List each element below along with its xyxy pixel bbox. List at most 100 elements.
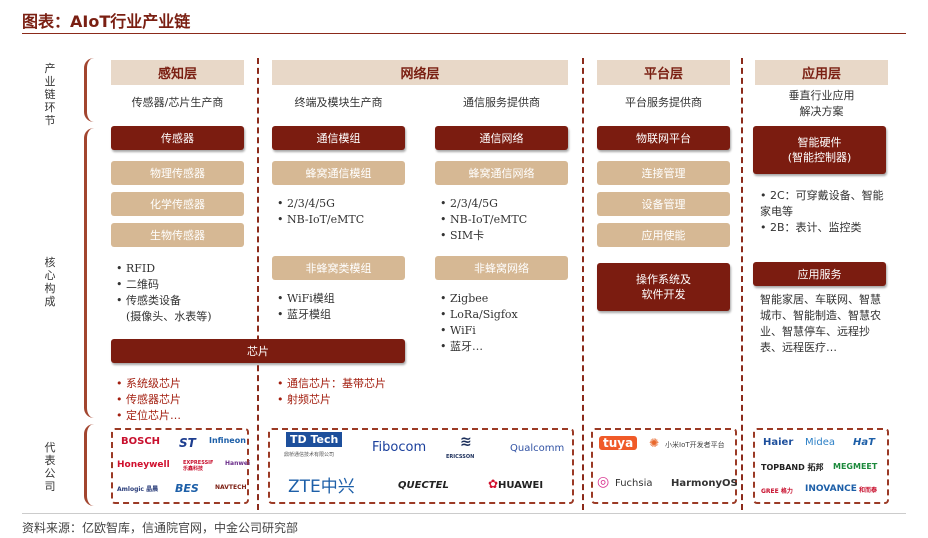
list-item: 系统级芯片 [116, 376, 181, 392]
logo-tdtech: TD Tech [286, 432, 343, 447]
box-app-enable: 应用使能 [597, 223, 730, 247]
logo-quectel: QUECTEL [398, 480, 449, 491]
logo-mi-iot: 小米IoT开发者平台 [665, 441, 725, 449]
logo-haier: Haier [763, 437, 794, 448]
separator-3 [741, 58, 743, 510]
header-platform: 平台层 [597, 60, 730, 85]
ericsson-icon: ≋ [460, 434, 472, 450]
box-app-service: 应用服务 [753, 262, 886, 286]
list-network-chip: 通信芯片：基带芯片 射频芯片 [277, 376, 386, 408]
sub-platform: 平台服务提供商 [625, 96, 702, 109]
logo-het: 和而泰 [859, 487, 878, 494]
logos-perception: BOSCH ST Infineon Honeywell EXPRESSIF 乐鑫… [111, 428, 251, 504]
header-network: 网络层 [272, 60, 568, 85]
header-application: 应用层 [755, 60, 888, 85]
title-rule [22, 33, 906, 34]
logo-gree: GREE 格力 [761, 488, 793, 495]
logo-fuchsia: Fuchsia [615, 478, 653, 489]
list-item: 通信芯片：基带芯片 [277, 376, 386, 392]
app-service-text: 智能家居、车联网、智慧城市、智能制造、智慧农业、智慧停车、远程抄表、远程医疗… [760, 293, 881, 354]
list-cell-module: 2/3/4/5G NB-IoT/eMTC [277, 196, 364, 228]
box-comm-network: 通信网络 [435, 126, 568, 150]
list-item: 传感器芯片 [116, 392, 181, 408]
side-label-core: 核心构成 [44, 256, 56, 308]
side-label-chain: 产业链环节 [44, 62, 56, 127]
brace-rep [84, 424, 94, 506]
box-smart-hardware: 智能硬件 (智能控制器) [753, 126, 886, 174]
list-noncell-module: WiFi模组 蓝牙模组 [277, 291, 335, 323]
logo-fibocom: Fibocom [372, 440, 427, 455]
box-os-dev: 操作系统及 软件开发 [597, 263, 730, 311]
box-cell-network: 蜂窝通信网络 [435, 161, 568, 185]
sub-network-1: 终端及模块生产商 [294, 96, 383, 109]
box-device-mgmt: 设备管理 [597, 192, 730, 216]
list-item: SIM卡 [440, 228, 527, 244]
header-perception: 感知层 [111, 60, 244, 85]
logos-platform: tuya ✺ 小米IoT开发者平台 ◎ Fuchsia HarmonyOS [591, 428, 738, 504]
list-item: Zigbee [440, 291, 518, 307]
separator-2 [582, 58, 584, 510]
list-item: 蓝牙模组 [277, 307, 335, 323]
list-item: 2B：表计、监控类 [760, 220, 886, 236]
logo-infineon: Infineon [209, 436, 246, 445]
logo-hanwei: Hanwei [225, 460, 251, 467]
box-chemical-sensor: 化学传感器 [111, 192, 244, 216]
logo-megmeet: MEGMEET [833, 462, 878, 471]
logo-amlogic: Amlogic 晶晨 [117, 486, 159, 493]
list-item: NB-IoT/eMTC [440, 212, 527, 228]
list-item: (摄像头、水表等) [126, 310, 212, 323]
logo-tuya: tuya [599, 436, 638, 450]
box-connection-mgmt: 连接管理 [597, 161, 730, 185]
box-sensor: 传感器 [111, 126, 244, 150]
source-note: 资料来源：亿欧智库，信通院官网，中金公司研究部 [22, 521, 299, 535]
box-cell-module: 蜂窝通信模组 [272, 161, 405, 185]
list-perception: RFID 二维码 传感类设备 (摄像头、水表等) [116, 261, 212, 325]
logo-tdtech-sub: 鼎桥通信技术有限公司 [284, 452, 335, 458]
list-item: WiFi [440, 323, 518, 339]
list-item: 蓝牙… [440, 339, 518, 355]
logo-bosch: BOSCH [121, 436, 161, 447]
list-smart-hardware: 2C：可穿戴设备、智能家电等 2B：表计、监控类 [760, 188, 886, 236]
list-noncell-network: Zigbee LoRa/Sigfox WiFi 蓝牙… [440, 291, 518, 355]
logo-ericsson: ERICSSON [446, 454, 475, 460]
logo-huawei: HUAWEI [498, 480, 544, 491]
mi-iot-icon: ✺ [649, 436, 660, 450]
sub-perception: 传感器/芯片生产商 [131, 96, 224, 109]
list-item: LoRa/Sigfox [440, 307, 518, 323]
list-item: 定位芯片… [116, 408, 181, 424]
logos-application: Haier Midea HaT TOPBAND 拓邦 MEGMEET GREE … [753, 428, 889, 504]
logo-st: ST [179, 436, 196, 450]
page-title: 图表：AIoT行业产业链 [22, 12, 191, 31]
box-bio-sensor: 生物传感器 [111, 223, 244, 247]
logo-honeywell: Honeywell [117, 460, 170, 470]
logos-network: TD Tech 鼎桥通信技术有限公司 Fibocom ERICSSON ≋ Qu… [268, 428, 574, 504]
logo-harmonyos: HarmonyOS [671, 478, 738, 489]
list-item: RFID [116, 261, 212, 277]
box-physical-sensor: 物理传感器 [111, 161, 244, 185]
logo-zte: ZTE中兴 [288, 477, 355, 497]
logo-topband: TOPBAND 拓邦 [761, 463, 824, 472]
logo-hat: HaT [853, 437, 875, 448]
list-perception-chip: 系统级芯片 传感器芯片 定位芯片… [116, 376, 181, 424]
sub-network-2: 通信服务提供商 [463, 96, 540, 109]
box-chip: 芯片 [111, 339, 405, 363]
list-item: 2/3/4/5G [277, 196, 364, 212]
logo-qualcomm: Qualcomm [510, 443, 565, 454]
logo-navtech: NAVTECH [215, 484, 247, 491]
box-noncell-network: 非蜂窝网络 [435, 256, 568, 280]
huawei-icon: ✿ [488, 477, 499, 491]
footer-rule [22, 513, 906, 514]
brace-core [84, 128, 94, 418]
fuchsia-icon: ◎ [597, 474, 610, 490]
list-item: NB-IoT/eMTC [277, 212, 364, 228]
box-noncell-module: 非蜂窝类模组 [272, 256, 405, 280]
side-label-rep: 代表公司 [44, 441, 56, 493]
list-cell-network: 2/3/4/5G NB-IoT/eMTC SIM卡 [440, 196, 527, 244]
sub-application: 垂直行业应用 解决方案 [788, 89, 855, 118]
separator-1 [257, 58, 259, 510]
list-item: WiFi模组 [277, 291, 335, 307]
brace-chain [84, 58, 94, 122]
list-item: 2/3/4/5G [440, 196, 527, 212]
logo-inovance: INOVANCE [805, 484, 857, 494]
list-item: 射频芯片 [277, 392, 386, 408]
